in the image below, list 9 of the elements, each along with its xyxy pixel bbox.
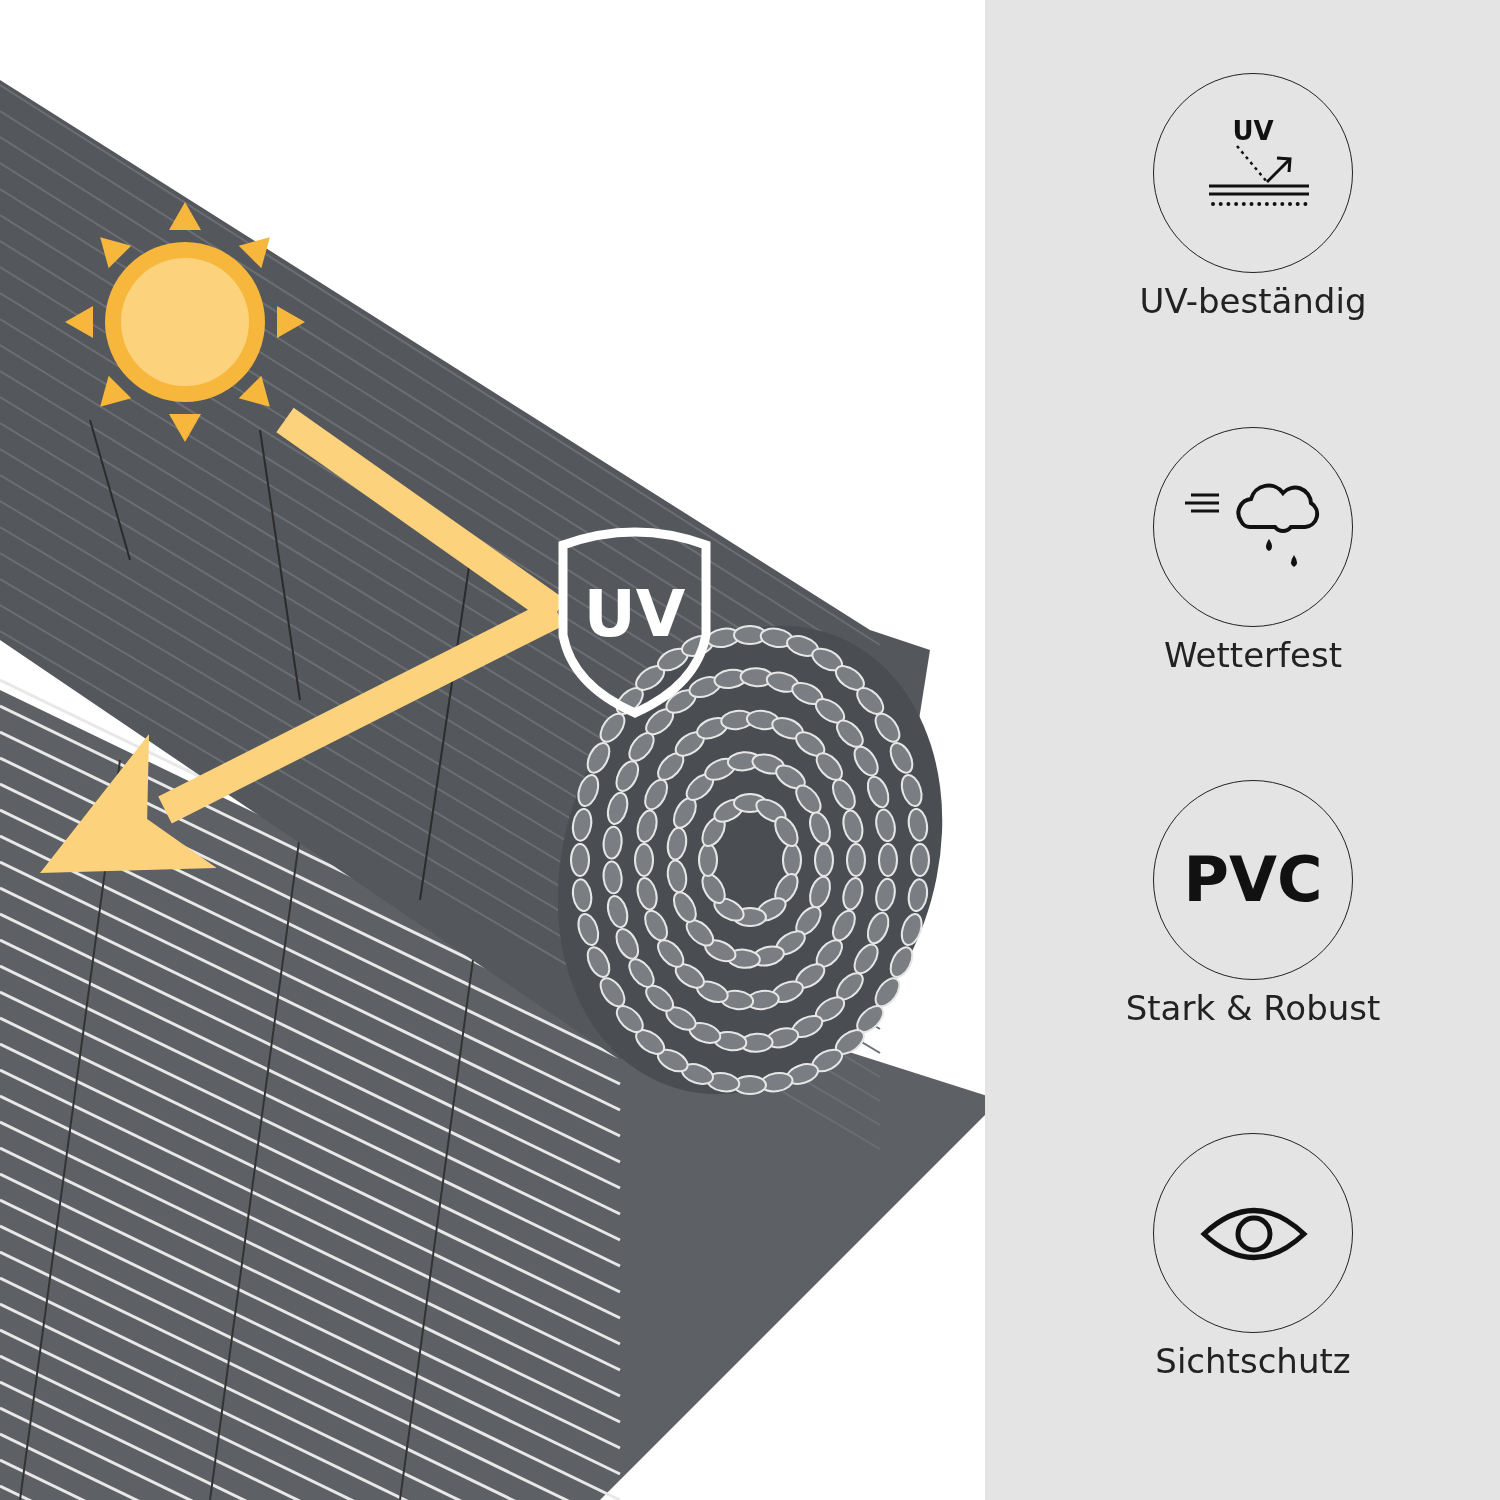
feature-caption: Wetterfest [1162, 635, 1343, 675]
uv-label: UV [1231, 116, 1275, 146]
feature-circle [1153, 73, 1353, 273]
shield-badge [557, 525, 712, 720]
material-label: PVC [1182, 843, 1324, 916]
feature-caption: Sichtschutz [1154, 1341, 1352, 1381]
feature-caption: UV-beständig [1138, 281, 1368, 321]
feature-caption: Stark & Robust [1124, 988, 1382, 1028]
uv-label: UV [582, 577, 687, 651]
